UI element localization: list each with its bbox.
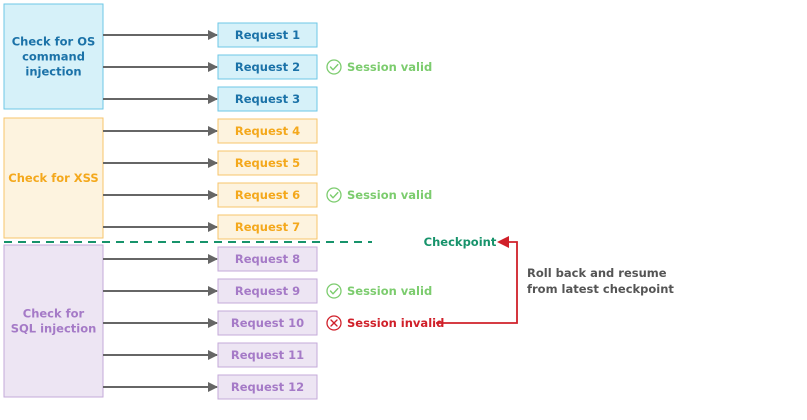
session-valid-label: Session valid bbox=[347, 60, 432, 74]
check-mark-icon bbox=[329, 63, 339, 71]
rollback-label: from latest checkpoint bbox=[527, 282, 674, 296]
request-box bbox=[217, 278, 318, 304]
group-label: Check for XSS bbox=[8, 171, 98, 185]
check-mark-icon bbox=[329, 287, 339, 295]
group-label: SQL injection bbox=[11, 322, 97, 336]
request-label: Request 4 bbox=[235, 124, 300, 138]
request-label: Request 10 bbox=[231, 316, 304, 330]
check-circle-icon bbox=[326, 59, 342, 75]
request-label: Request 3 bbox=[235, 92, 300, 106]
check-circle-icon bbox=[326, 187, 342, 203]
group-label: Check for bbox=[23, 307, 85, 321]
request-box bbox=[217, 310, 318, 336]
request-label: Request 9 bbox=[235, 284, 300, 298]
request-label: Request 1 bbox=[235, 28, 300, 42]
request-box bbox=[217, 54, 318, 80]
group-label: command bbox=[22, 50, 85, 64]
request-label: Request 5 bbox=[235, 156, 300, 170]
group-label: Check for OS bbox=[12, 35, 96, 49]
request-box bbox=[217, 118, 318, 144]
request-box bbox=[217, 182, 318, 208]
group-box-2 bbox=[3, 117, 104, 239]
request-box bbox=[217, 150, 318, 176]
request-box bbox=[217, 342, 318, 368]
request-box bbox=[217, 246, 318, 272]
group-box-1 bbox=[3, 3, 104, 110]
checkpoint-label: Checkpoint bbox=[424, 235, 497, 249]
group-label: injection bbox=[25, 65, 81, 79]
check-circle-icon bbox=[326, 283, 342, 299]
request-label: Request 11 bbox=[231, 348, 304, 362]
request-label: Request 2 bbox=[235, 60, 300, 74]
session-valid-label: Session valid bbox=[347, 188, 432, 202]
request-label: Request 7 bbox=[235, 220, 300, 234]
error-circle-icon bbox=[326, 315, 342, 331]
rollback-label: Roll back and resume bbox=[527, 266, 667, 280]
cross-mark-icon bbox=[330, 319, 338, 327]
request-label: Request 12 bbox=[231, 380, 304, 394]
check-mark-icon bbox=[329, 191, 339, 199]
request-label: Request 6 bbox=[235, 188, 300, 202]
request-box bbox=[217, 22, 318, 48]
session-invalid-label: Session invalid bbox=[347, 316, 444, 330]
request-box bbox=[217, 86, 318, 112]
group-box-3 bbox=[3, 244, 104, 398]
request-box bbox=[217, 214, 318, 240]
rollback-arrow bbox=[436, 236, 518, 324]
request-box bbox=[217, 374, 318, 400]
request-label: Request 8 bbox=[235, 252, 300, 266]
session-valid-label: Session valid bbox=[347, 284, 432, 298]
